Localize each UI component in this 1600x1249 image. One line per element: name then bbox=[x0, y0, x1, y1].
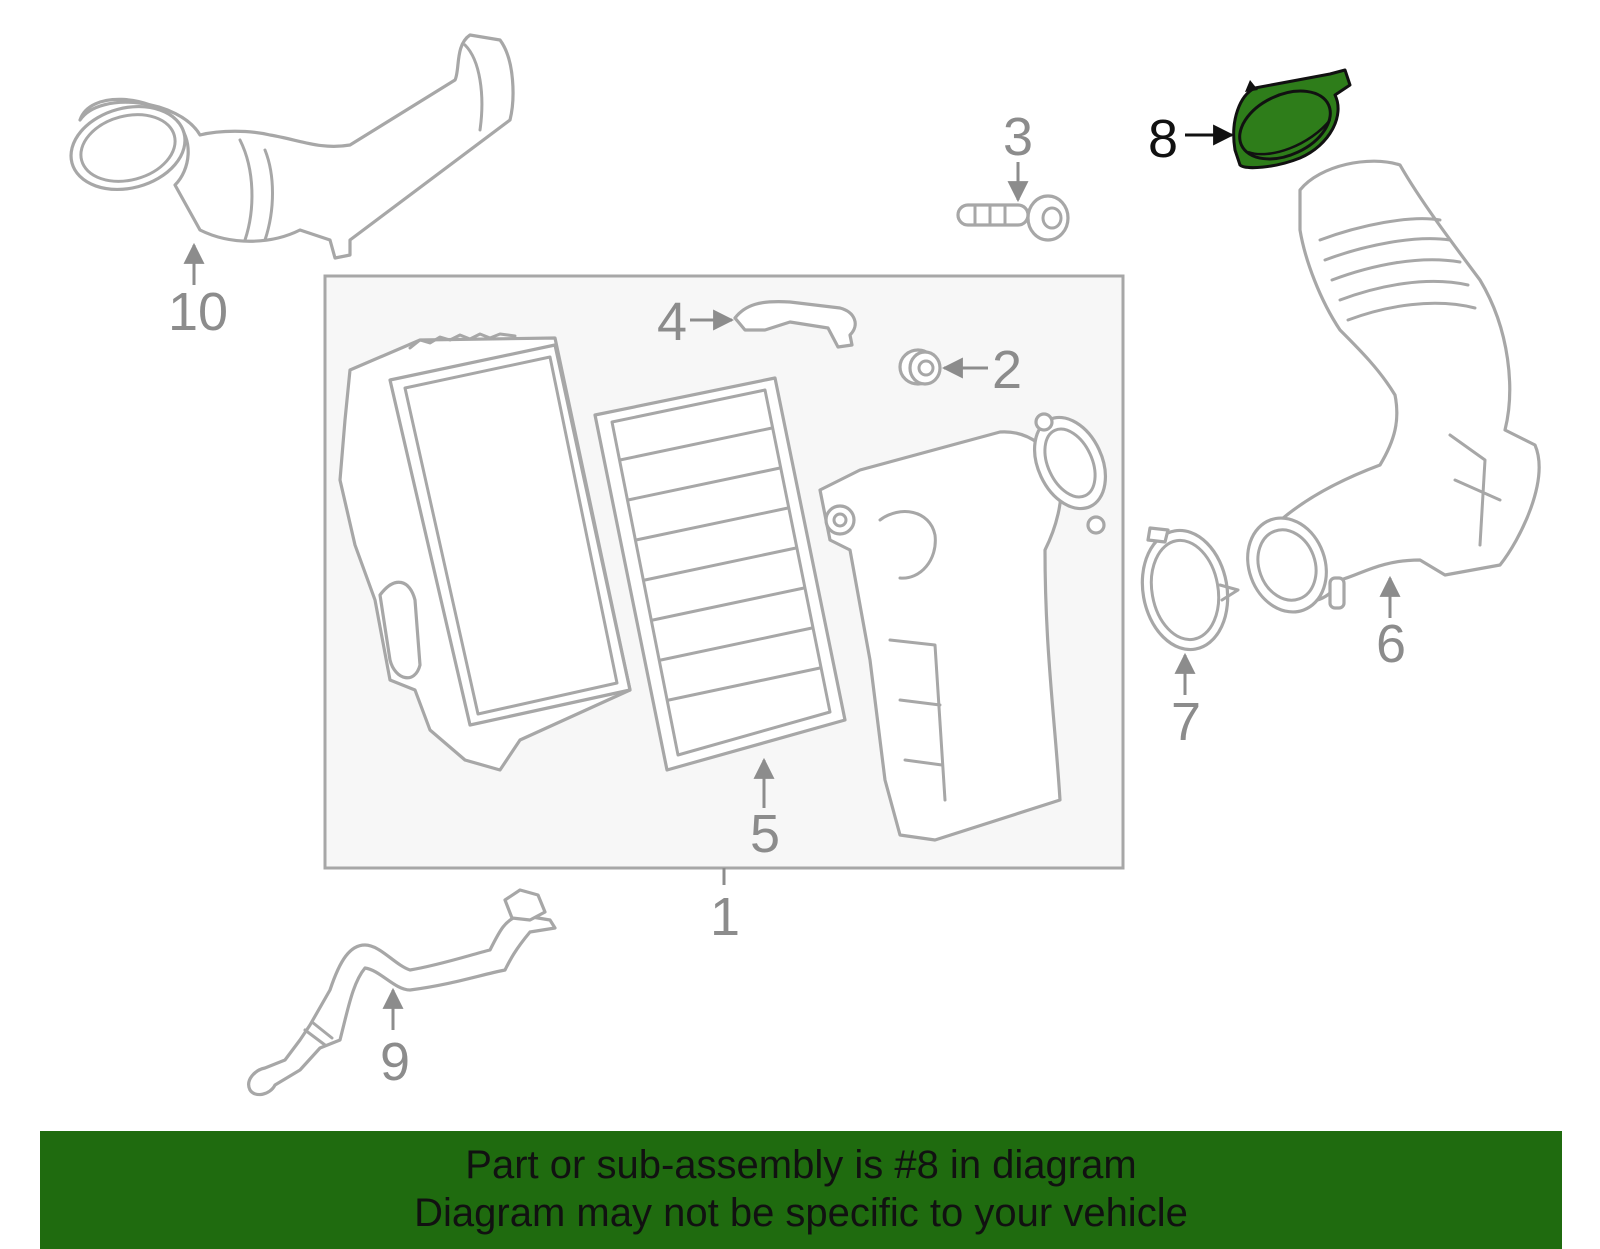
part-4-clip bbox=[733, 299, 857, 349]
part-2-grommet bbox=[898, 348, 942, 386]
callout-3: 3 bbox=[1003, 107, 1033, 203]
callout-10: 10 bbox=[168, 242, 228, 342]
svg-text:7: 7 bbox=[1171, 692, 1201, 752]
callout-9: 9 bbox=[380, 987, 410, 1092]
part-9-hose bbox=[247, 888, 557, 1097]
part-8-seal-highlighted bbox=[1232, 68, 1352, 170]
parts-diagram: 1 2 3 4 5 6 7 8 9 10 bbox=[69, 33, 1541, 1097]
svg-text:10: 10 bbox=[168, 282, 228, 342]
callout-6: 6 bbox=[1376, 575, 1406, 674]
banner-line-part-number: Part or sub-assembly is #8 in diagram bbox=[465, 1143, 1137, 1187]
svg-text:8: 8 bbox=[1148, 109, 1178, 169]
svg-text:6: 6 bbox=[1376, 614, 1406, 674]
airbox-upper-cover bbox=[818, 412, 1107, 842]
svg-text:1: 1 bbox=[710, 887, 740, 947]
callout-7: 7 bbox=[1171, 652, 1201, 752]
info-banner: Part or sub-assembly is #8 in diagram Di… bbox=[40, 1131, 1562, 1249]
banner-line-disclaimer: Diagram may not be specific to your vehi… bbox=[414, 1191, 1188, 1235]
svg-text:9: 9 bbox=[380, 1032, 410, 1092]
part-6-duct bbox=[1246, 159, 1541, 614]
callout-2: 2 bbox=[941, 340, 1022, 400]
callout-4: 4 bbox=[657, 292, 735, 352]
callout-5: 5 bbox=[750, 757, 780, 864]
airbox-lower-housing bbox=[338, 332, 632, 772]
part-7-clamp bbox=[1140, 526, 1240, 652]
svg-text:3: 3 bbox=[1003, 107, 1033, 167]
svg-text:4: 4 bbox=[657, 292, 687, 352]
part-3-bolt bbox=[956, 194, 1070, 242]
part-5-filter-element bbox=[593, 376, 847, 772]
callout-8-highlighted: 8 bbox=[1148, 109, 1235, 169]
part-10-intake-duct bbox=[69, 33, 515, 260]
svg-text:5: 5 bbox=[750, 804, 780, 864]
callout-1: 1 bbox=[710, 868, 740, 947]
svg-text:2: 2 bbox=[992, 340, 1022, 400]
